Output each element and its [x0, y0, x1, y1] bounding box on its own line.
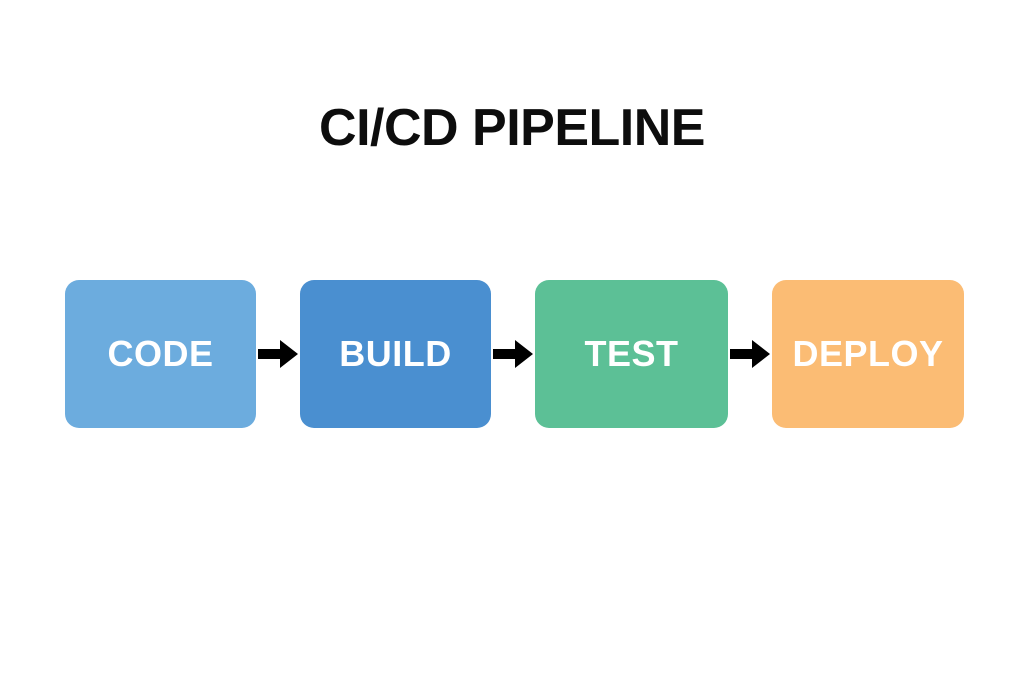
pipeline-stage-deploy[interactable]: DEPLOY — [772, 280, 964, 428]
pipeline-stage-code[interactable]: CODE — [65, 280, 256, 428]
arrow-right-icon — [491, 332, 535, 376]
pipeline-stage-label: CODE — [107, 333, 214, 374]
pipeline-stage-label: TEST — [584, 333, 679, 374]
pipeline-flow: CODE BUILD TEST D — [65, 280, 964, 428]
pipeline-stage-label: DEPLOY — [792, 333, 944, 374]
pipeline-stage-label: BUILD — [339, 333, 452, 374]
pipeline-stage-build[interactable]: BUILD — [300, 280, 491, 428]
page-title: CI/CD PIPELINE — [319, 99, 705, 157]
pipeline-stage-test[interactable]: TEST — [535, 280, 728, 428]
arrow-right-icon — [256, 332, 300, 376]
arrow-right-icon — [728, 332, 772, 376]
